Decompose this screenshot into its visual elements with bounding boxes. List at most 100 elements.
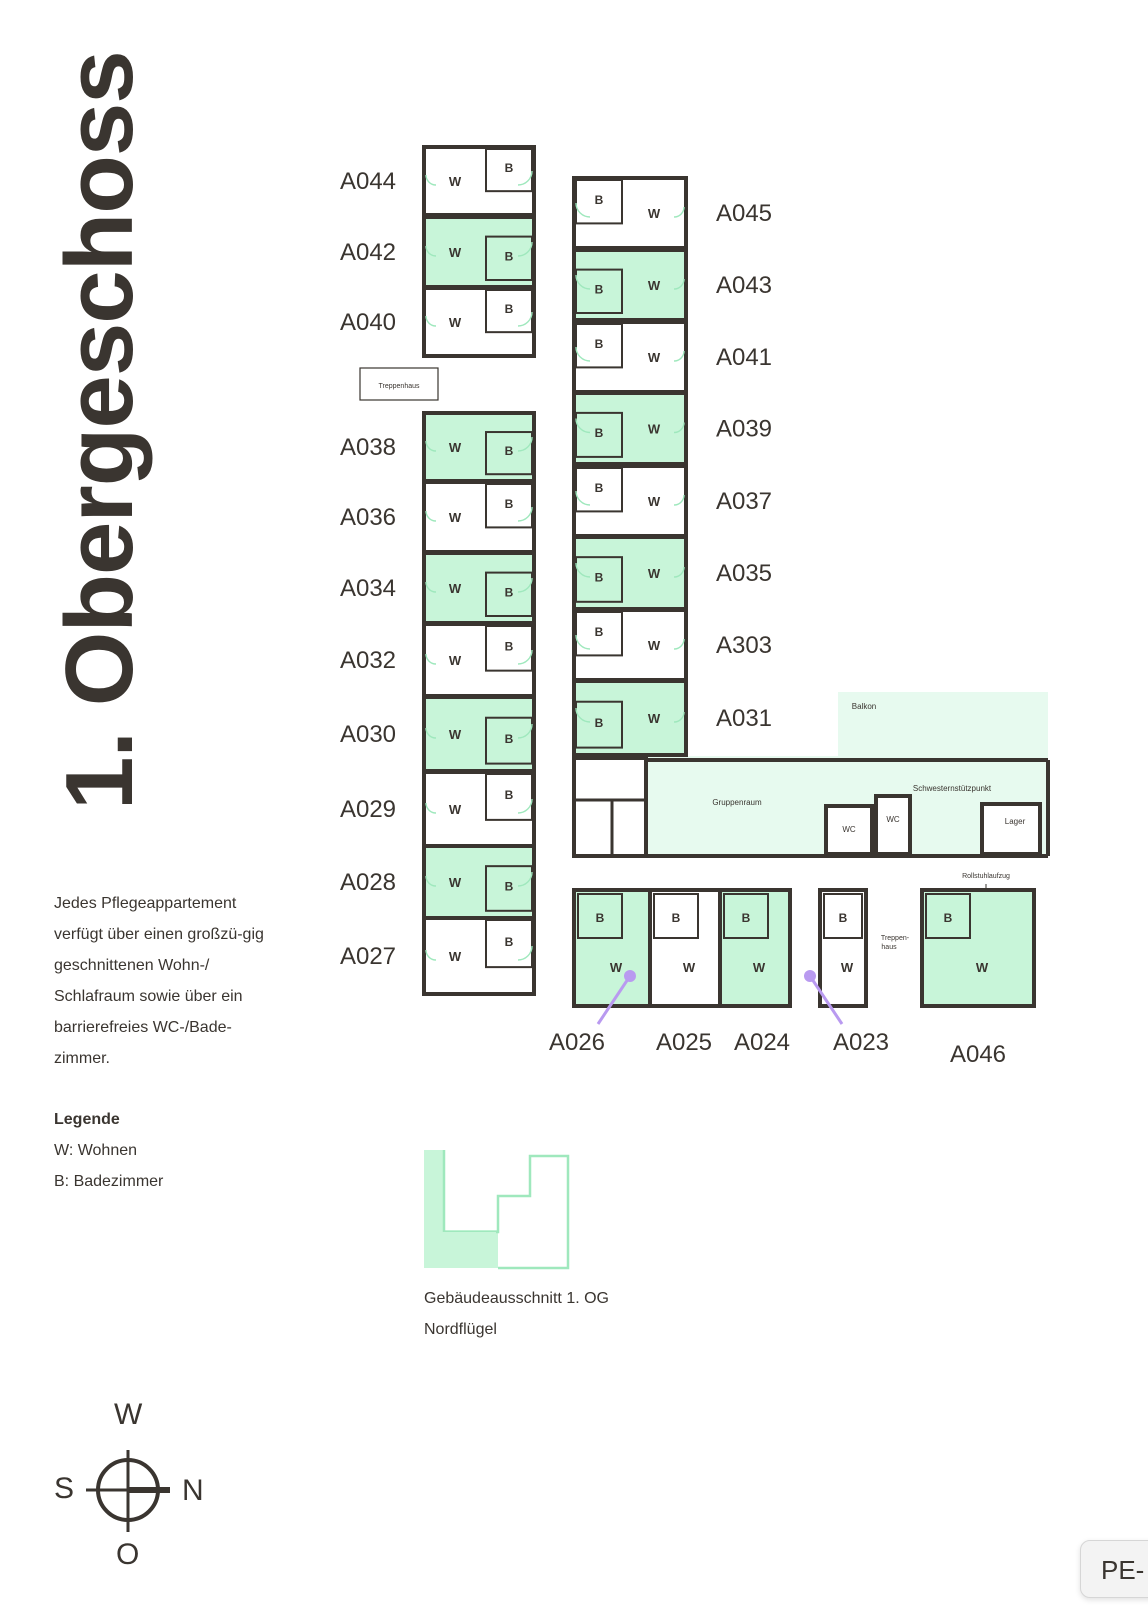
bath-outline [653, 893, 699, 939]
legend: Legende W: Wohnen B: Badezimmer [54, 1104, 163, 1197]
bath-outline [823, 893, 863, 939]
door-swing [425, 440, 437, 452]
room-label: A041 [716, 344, 772, 371]
room-label: A034 [340, 575, 396, 602]
room-label: A029 [340, 796, 396, 823]
section-base [424, 1232, 496, 1268]
bath-letter: B [505, 788, 514, 802]
bath-letter: B [595, 337, 604, 351]
wc-2 [874, 794, 912, 856]
description-text: Jedes Pflegeappartement verfügt über ein… [54, 895, 264, 1067]
room-label: A042 [340, 239, 396, 266]
compass: W S N O [52, 1398, 222, 1571]
door-swing [673, 206, 685, 218]
room-unit: BW [718, 888, 792, 1008]
room-outline [422, 695, 536, 773]
door-swing [673, 350, 685, 362]
room-outline [648, 888, 722, 1008]
door-swing [425, 245, 437, 257]
bath-outline [575, 700, 623, 749]
door-swing [517, 871, 533, 887]
bath-outline [485, 865, 533, 912]
bath-letter: B [595, 426, 604, 440]
room-label: A028 [340, 869, 396, 896]
living-letter: W [449, 653, 462, 668]
bath-outline [575, 556, 623, 603]
door-swing [673, 566, 685, 578]
bath-letter: B [505, 880, 514, 894]
section-caption-line-2: Nordflügel [424, 1321, 497, 1338]
bath-outline [577, 893, 623, 939]
room-label: A036 [340, 504, 396, 531]
door-swing [575, 562, 591, 578]
room-unit: BW [920, 888, 1036, 1008]
bath-outline [575, 411, 623, 458]
door-swing [425, 315, 437, 327]
room-unit: BW [422, 411, 536, 483]
door-swing [673, 638, 685, 650]
room-label: A040 [340, 309, 396, 336]
door-swing [517, 436, 533, 452]
living-letter: W [449, 727, 462, 742]
bath-letter: B [595, 571, 604, 585]
living-letter: W [648, 638, 661, 653]
room-labels: A044A042A040A038A036A034A032A030A029A028… [340, 168, 1006, 1068]
door-swing [575, 707, 591, 723]
bath-outline [485, 571, 533, 617]
room-unit: BW [572, 320, 688, 394]
room-label: A024 [734, 1029, 790, 1056]
room-outline [718, 888, 792, 1008]
room-unit: BW [422, 480, 536, 554]
room-label: A037 [716, 488, 772, 515]
door-swing [673, 711, 685, 723]
bath-letter: B [839, 911, 848, 925]
label-staircase: Treppenhaus [379, 383, 420, 390]
laundry-block [572, 756, 648, 858]
bath-letter: B [505, 444, 514, 458]
balcony-area [838, 692, 1048, 756]
room-unit: BW [818, 888, 868, 1008]
living-letter: W [449, 802, 462, 817]
room-label: A030 [340, 721, 396, 748]
living-letter: W [753, 960, 766, 975]
bath-letter: B [505, 639, 514, 653]
living-letter: W [648, 566, 661, 581]
bath-letter: B [944, 911, 953, 925]
room-unit: BW [422, 622, 536, 698]
label-balcony: Balkon [852, 702, 876, 711]
compass-icon [86, 1450, 170, 1532]
door-swing [575, 418, 591, 434]
room-unit: BW [422, 695, 536, 773]
door-swing [575, 346, 591, 362]
section-caption-line-1: Gebäudeausschnitt 1. OG [424, 1290, 609, 1307]
storage [980, 802, 1042, 856]
room-unit: BW [422, 215, 536, 289]
living-letter: W [449, 174, 462, 189]
bath-letter: B [505, 497, 514, 511]
living-letter: W [648, 494, 661, 509]
bath-letter: B [505, 585, 514, 599]
door-swing [517, 170, 533, 186]
bath-letter: B [595, 625, 604, 639]
label-wc-2: WC [886, 815, 900, 824]
label-nurse-station: Schwesternstützpunkt [913, 784, 992, 793]
door-swing [517, 723, 533, 739]
door-swing [575, 634, 591, 650]
wc-1 [824, 804, 874, 856]
door-swing [425, 875, 437, 887]
compass-south: S [54, 1472, 75, 1505]
section-caption: Gebäudeausschnitt 1. OG Nordflügel [424, 1283, 609, 1345]
room-label: A038 [340, 434, 396, 461]
door-swing [575, 274, 591, 290]
bath-letter: B [595, 716, 604, 730]
door-swing [425, 510, 437, 522]
living-letter: W [976, 960, 989, 975]
legend-title: Legende [54, 1111, 120, 1128]
door-swing [517, 311, 533, 327]
room-label: A025 [656, 1029, 712, 1056]
door-swing [673, 494, 685, 506]
living-letter: W [449, 581, 462, 596]
